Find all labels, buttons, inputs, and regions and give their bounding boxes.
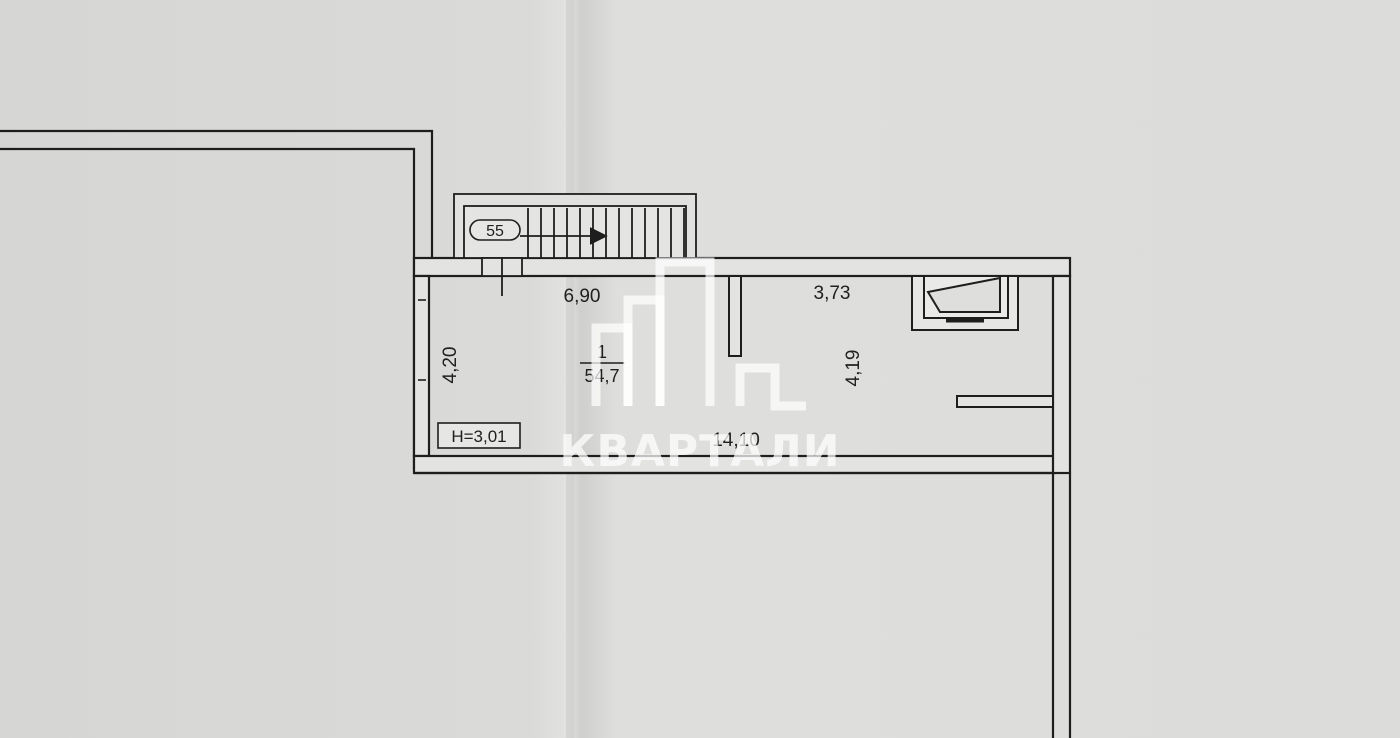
stair-number-badge: 55 [469, 219, 521, 241]
ceiling-height: H=3,01 [451, 427, 506, 446]
utility-niche [911, 275, 1019, 331]
watermark-text: КВАРТАЛИ [559, 426, 840, 477]
dimension-left-height: 4,20 [440, 347, 461, 384]
left-window [418, 299, 426, 381]
dimension-right-height: 4,19 [843, 350, 864, 387]
stair-number: 55 [486, 223, 504, 240]
unit-walls [412, 256, 1072, 475]
paper-fold-shadow [566, 0, 574, 738]
watermark-logo [591, 257, 806, 411]
room-area: 54,7 [584, 366, 619, 386]
ceiling-height-tag: H=3,01 [437, 422, 521, 449]
dimension-side-width: 3,73 [814, 283, 851, 304]
dimension-main-width: 6,90 [564, 286, 601, 307]
room-number: 1 [597, 342, 607, 362]
wall-stub [956, 395, 1054, 408]
partition-wall [728, 275, 742, 357]
building-outline-right [414, 471, 1072, 738]
dimension-total-length: 14,10 [712, 430, 760, 451]
